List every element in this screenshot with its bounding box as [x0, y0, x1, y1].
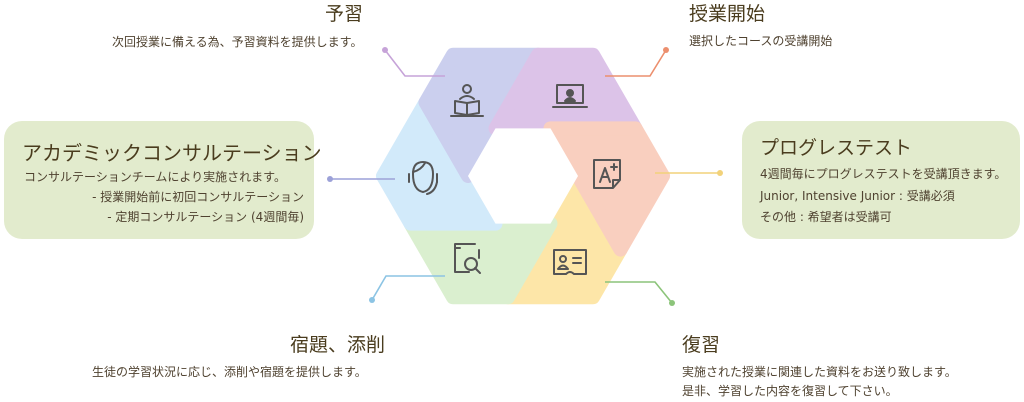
- review-line: 是非、学習した内容を復習して下さい。: [682, 384, 898, 398]
- headset-operator-icon: [408, 161, 438, 195]
- consult-line: コンサルテーションチームにより実施されます。: [24, 170, 286, 184]
- connector-yoshu: [384, 49, 445, 77]
- consult-box: アカデミックコンサルテーション コンサルテーションチームにより実施されます。 -…: [4, 121, 322, 239]
- connector-review: [605, 281, 673, 304]
- review-line: 実施された授業に関連した資料をお送り致します。: [682, 365, 957, 379]
- start-desc: 選択したコースの受講開始: [689, 34, 833, 48]
- review-title: 復習: [682, 334, 721, 356]
- dot-progress: [717, 170, 723, 176]
- yoshu-desc: 次回授業に備える為、予習資料を提供します。: [112, 35, 363, 49]
- homework-desc: 生徒の学習状況に応じ、添削や宿題を提供します。: [92, 365, 367, 379]
- dot-yoshu: [382, 47, 388, 53]
- progress-line: 4週間毎にプログレステストを受講頂きます。: [760, 167, 1007, 181]
- dot-review: [669, 300, 675, 306]
- progress-box: プログレステスト 4週間毎にプログレステストを受講頂きます。 Junior, I…: [742, 121, 1020, 239]
- progress-title: プログレステスト: [760, 137, 913, 159]
- yoshu-title: 予習: [325, 3, 364, 25]
- dot-homework: [369, 297, 375, 303]
- progress-line: Junior, Intensive Junior : 受講必須: [760, 189, 955, 203]
- grade-a-plus-icon: [593, 159, 621, 189]
- document-search-icon: [454, 243, 481, 274]
- consult-title: アカデミックコンサルテーション: [22, 141, 322, 165]
- id-card-icon: [553, 249, 587, 275]
- connector-start: [605, 49, 667, 77]
- consult-line: - 授業開始前に初回コンサルテーション: [92, 190, 304, 204]
- consult-line: - 定期コンサルテーション (4週間毎): [107, 210, 304, 224]
- start-title: 授業開始: [689, 3, 766, 25]
- dot-start: [663, 47, 669, 53]
- dot-consult: [327, 176, 333, 182]
- progress-line: その他 : 希望者は受講可: [760, 210, 892, 224]
- center-hole: [468, 128, 578, 224]
- laptop-user-icon: [552, 84, 588, 108]
- reading-book-icon: [450, 84, 484, 117]
- homework-title: 宿題、添削: [290, 334, 386, 356]
- connector-homework: [371, 275, 445, 301]
